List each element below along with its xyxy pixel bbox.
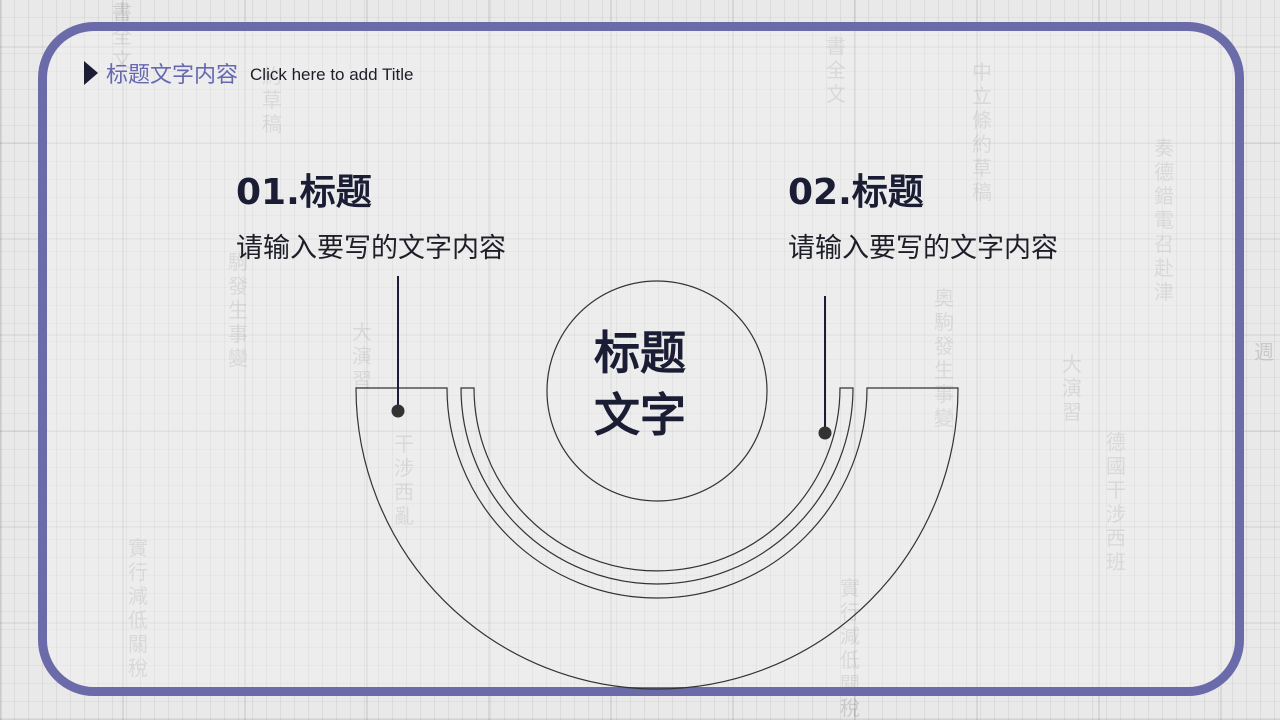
- slide-subtitle[interactable]: Click here to add Title: [250, 65, 414, 84]
- slide-title[interactable]: 标题文字内容: [106, 63, 239, 88]
- inner-half-ring: [460, 387, 854, 585]
- point-2-description[interactable]: 请输入要写的文字内容: [788, 233, 1058, 264]
- center-circle: [546, 280, 768, 502]
- center-title-line-2: 文字: [594, 388, 686, 442]
- center-title-line-1: 标题: [594, 326, 686, 380]
- point-1-description[interactable]: 请输入要写的文字内容: [236, 233, 506, 264]
- connector-dot-left: [391, 404, 405, 418]
- triangle-marker-icon: [84, 61, 98, 85]
- slide-title-bar: 标题文字内容 Click here to add Title: [84, 58, 413, 88]
- point-2-title[interactable]: 02.标题: [788, 172, 924, 213]
- point-1-title[interactable]: 01.标题: [236, 172, 372, 213]
- center-title[interactable]: 标题 文字: [560, 322, 720, 446]
- outer-half-ring: [355, 387, 959, 690]
- connector-dot-right: [818, 426, 832, 440]
